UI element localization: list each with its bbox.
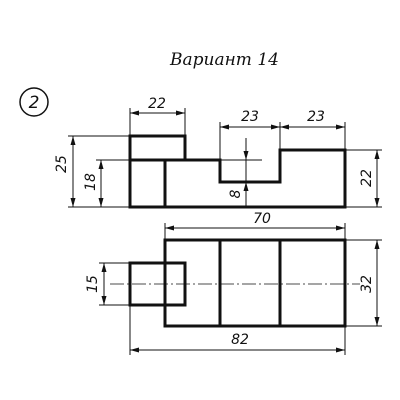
dimension-boss-width: 15 [85, 262, 130, 306]
dimension-total-height: 25 [54, 135, 130, 208]
dimension-right-width: 23 [280, 109, 346, 150]
plan-view [110, 238, 360, 328]
front-view [128, 134, 347, 209]
svg-text:23: 23 [307, 109, 325, 125]
svg-text:82: 82 [231, 332, 249, 348]
svg-text:32: 32 [359, 275, 375, 293]
svg-text:18: 18 [83, 173, 99, 191]
svg-text:22: 22 [148, 96, 166, 112]
svg-text:23: 23 [241, 109, 259, 125]
dimension-slot-width: 23 [219, 109, 281, 160]
front-view-outline [128, 134, 347, 209]
drawing-title: Вариант 14 [169, 50, 279, 70]
dimension-plan-width: 70 [164, 211, 346, 240]
problem-number-circle [19, 87, 49, 117]
dimension-right-height: 22 [345, 149, 382, 208]
svg-text:25: 25 [54, 155, 70, 173]
dimension-left-step-height: 18 [83, 159, 130, 207]
dimension-slot-depth: 8 [220, 138, 262, 206]
problem-number: 2 [29, 93, 40, 113]
svg-text:22: 22 [359, 169, 375, 187]
dimension-top-left-width: 22 [129, 96, 186, 136]
plan-view-outline [163, 238, 347, 328]
svg-text:70: 70 [253, 211, 271, 227]
svg-text:15: 15 [85, 275, 101, 293]
dimension-total-length: 82 [129, 305, 346, 355]
dimension-plan-depth: 32 [345, 239, 382, 327]
svg-text:8: 8 [228, 189, 244, 198]
